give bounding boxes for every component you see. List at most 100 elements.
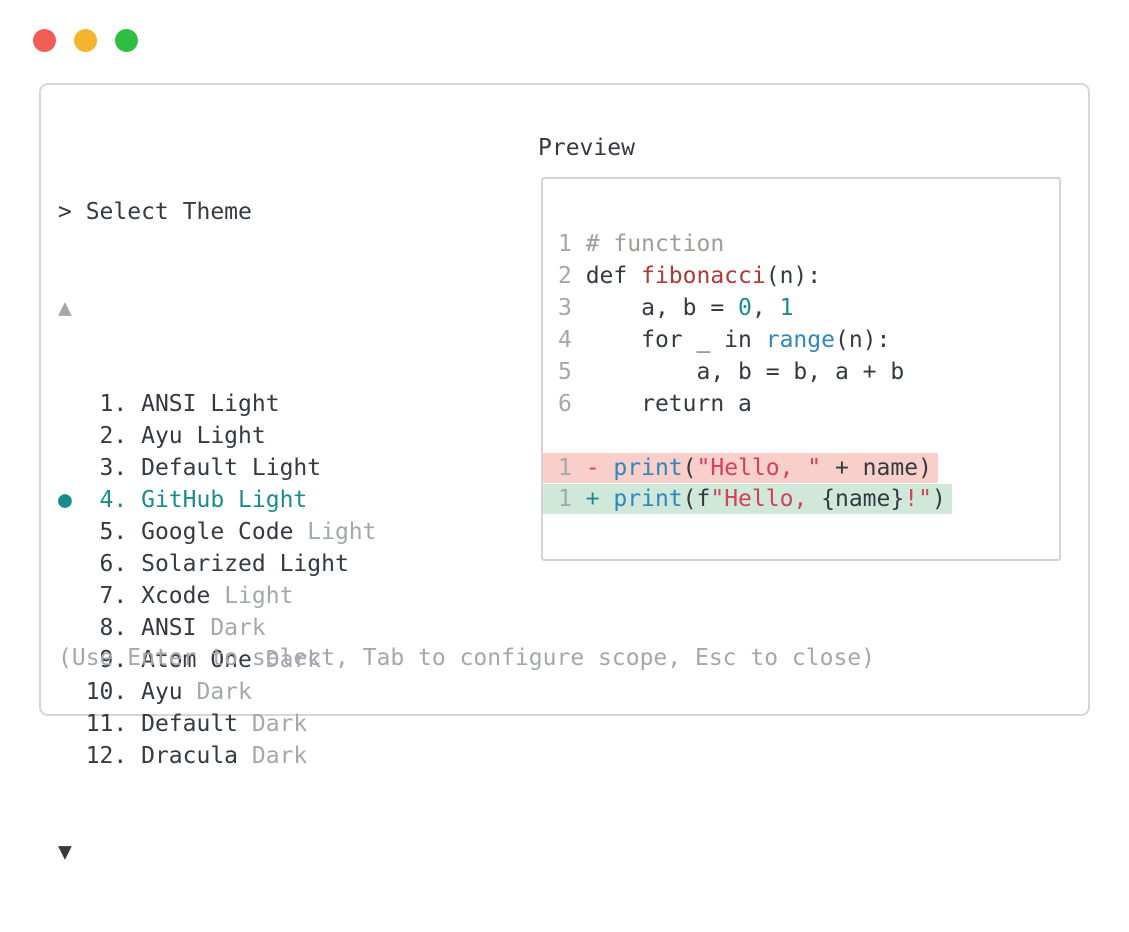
theme-item-number: 9. (85, 647, 142, 673)
theme-item-variant-label: Dark (182, 679, 252, 705)
diff-added-line: 1 + print(f"Hello, {name}!") (543, 484, 952, 514)
code-token-number: 1 (779, 295, 794, 321)
theme-item-label: Atom One (141, 647, 252, 673)
code-line: 4 for _ in range(n): (543, 324, 1059, 356)
theme-item-label: Default (141, 711, 239, 737)
scroll-up-icon[interactable]: ▲ (58, 295, 72, 321)
theme-item-label: Ayu Light (141, 423, 266, 449)
selection-bullet-icon: ● (58, 487, 86, 513)
theme-item-label: Ayu (141, 679, 183, 705)
theme-item-label: Default Light (141, 455, 322, 481)
theme-item-label: Google Code (141, 519, 294, 545)
theme-item[interactable]: 3. Default Light (58, 452, 377, 484)
code-token-text: return a (585, 391, 752, 417)
traffic-light-minimize-button[interactable] (74, 29, 97, 52)
line-number: 6 (558, 391, 586, 417)
line-number: 3 (558, 295, 586, 321)
window-controls (33, 29, 138, 52)
code-token-function: fibonacci (641, 263, 766, 289)
theme-item-number: 4. (85, 487, 142, 513)
theme-item-label: Xcode (141, 583, 211, 609)
selection-bullet-empty (58, 551, 86, 577)
theme-item-number: 2. (85, 423, 142, 449)
theme-item[interactable]: 7. Xcode Light (58, 580, 377, 612)
code-line: 3 a, b = 0, 1 (543, 292, 1059, 324)
code-token-text: ) (931, 486, 946, 512)
theme-item-number: 10. (85, 679, 142, 705)
scroll-down-icon[interactable]: ▼ (58, 839, 72, 865)
theme-item-label: ANSI Light (141, 391, 280, 417)
selection-bullet-empty (58, 423, 86, 449)
code-token-text: (n): (765, 263, 822, 289)
code-token-builtin: print (613, 486, 683, 512)
code-token-string: "Hello, " (696, 455, 822, 481)
code-token-number: 0 (738, 295, 752, 321)
diff-deleted-line: 1 - print("Hello, " + name) (543, 453, 938, 483)
theme-item[interactable]: 9. Atom One Dark (58, 644, 377, 676)
theme-item[interactable]: 10. Ayu Dark (58, 676, 377, 708)
code-line: 1 # function (543, 228, 1059, 260)
theme-picker-window: > Select Theme ▲ 1. ANSI Light 2. Ayu Li… (39, 83, 1090, 865)
line-number: 1 (558, 231, 586, 257)
selection-bullet-empty (58, 455, 86, 481)
selection-bullet-empty (58, 615, 86, 641)
code-line: 6 return a (543, 388, 1059, 420)
code-token-text: (f (682, 486, 711, 512)
theme-item[interactable]: 6. Solarized Light (58, 548, 377, 580)
code-token-text: , (751, 295, 780, 321)
theme-item[interactable]: 1. ANSI Light (58, 388, 377, 420)
line-number: 5 (558, 359, 586, 385)
theme-item-label: Dracula (141, 743, 239, 769)
line-number: 4 (558, 327, 586, 353)
traffic-light-zoom-button[interactable] (115, 29, 138, 52)
code-token-builtin: print (613, 455, 683, 481)
code-token-text: (n): (834, 327, 891, 353)
theme-item[interactable]: 2. Ayu Light (58, 420, 377, 452)
code-token-text: ( (682, 455, 697, 481)
code-token-string: !" (904, 486, 932, 512)
theme-item-label: ANSI (141, 615, 197, 641)
code-token-text: a, b = (585, 295, 739, 321)
screen: > Select Theme ▲ 1. ANSI Light 2. Ayu Li… (33, 29, 1090, 865)
theme-item[interactable]: 11. Default Dark (58, 708, 377, 740)
line-number: 1 (558, 486, 586, 512)
code-token-string: "Hello, (710, 486, 822, 512)
theme-item-variant-label: Light (293, 519, 377, 545)
theme-item-variant-label: Dark (196, 615, 266, 641)
theme-item-number: 11. (85, 711, 142, 737)
selection-bullet-empty (58, 679, 86, 705)
code-token-text: def (585, 263, 642, 289)
selection-bullet-empty (58, 583, 86, 609)
code-line (543, 420, 1059, 452)
theme-item-number: 8. (85, 615, 142, 641)
code-token-text: + name) (821, 455, 932, 481)
code-token-comment: # function (585, 231, 725, 257)
theme-picker-title: > Select Theme (58, 199, 252, 225)
code-token-string: - (585, 455, 614, 481)
code-token-text: a, b = b, a + b (585, 359, 905, 385)
line-number: 1 (558, 455, 586, 481)
code-token-text: for _ in (585, 327, 766, 353)
theme-item-number: 6. (85, 551, 142, 577)
code-token-text: {name} (821, 486, 905, 512)
theme-item[interactable]: 5. Google Code Light (58, 516, 377, 548)
theme-item-variant-label: Dark (238, 711, 308, 737)
theme-item[interactable]: ● 4. GitHub Light (58, 484, 377, 516)
theme-item-number: 12. (85, 743, 142, 769)
selection-bullet-empty (58, 391, 86, 417)
preview-label: Preview (538, 135, 635, 161)
theme-item-variant-label: Dark (238, 743, 308, 769)
selection-bullet-empty (58, 519, 86, 545)
theme-item-number: 3. (85, 455, 142, 481)
theme-item-variant-label: Light (210, 583, 294, 609)
traffic-light-close-button[interactable] (33, 29, 56, 52)
code-line: 5 a, b = b, a + b (543, 356, 1059, 388)
theme-picker: > Select Theme ▲ 1. ANSI Light 2. Ayu Li… (58, 132, 377, 932)
theme-item[interactable]: 12. Dracula Dark (58, 740, 377, 772)
selection-bullet-empty (58, 743, 86, 769)
theme-item-label: GitHub Light (141, 487, 308, 513)
theme-item[interactable]: 8. ANSI Dark (58, 612, 377, 644)
theme-item-label: Solarized Light (141, 551, 349, 577)
help-text: (Use Enter to select, Tab to configure s… (58, 645, 875, 671)
